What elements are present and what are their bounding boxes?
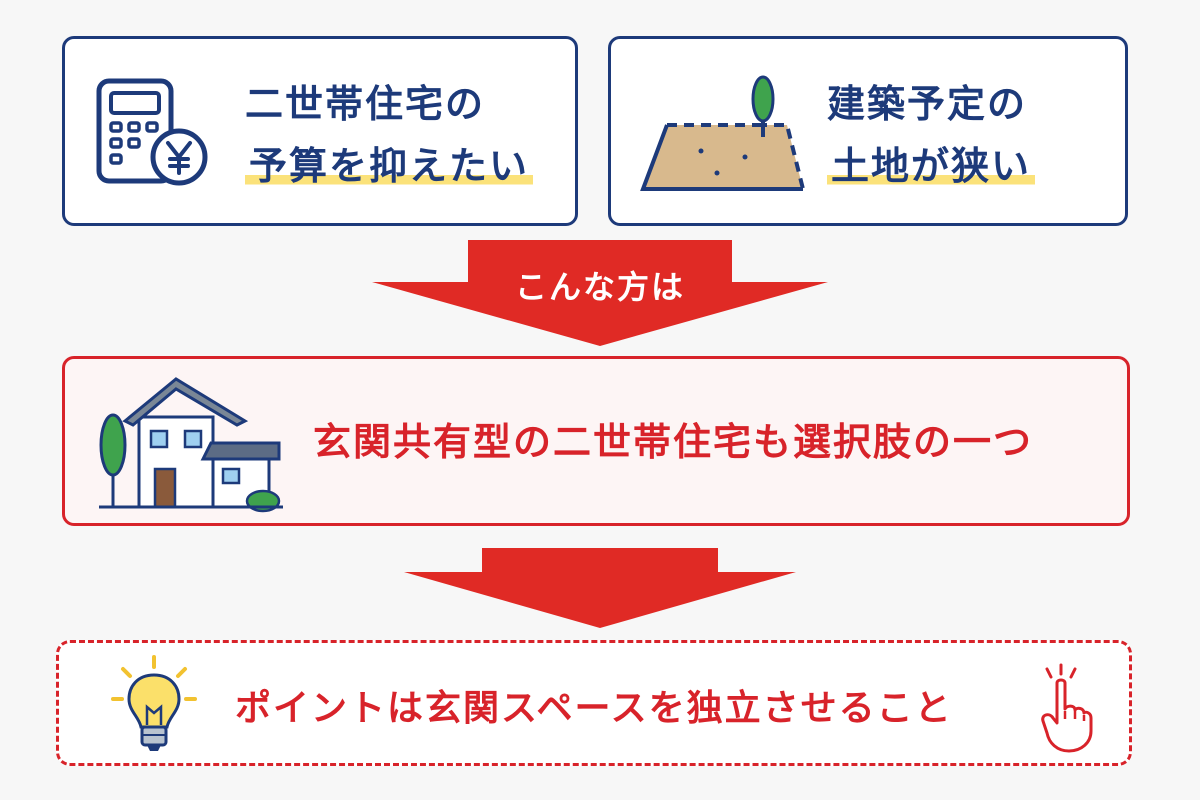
box-shared-entrance: 玄関共有型の二世帯住宅も選択肢の一つ [62, 356, 1130, 526]
box-point: ポイントは玄関スペースを独立させること [56, 640, 1132, 766]
main-message: 玄関共有型の二世帯住宅も選択肢の一つ [313, 420, 1034, 464]
land-line1: 建築予定の [827, 82, 1028, 126]
budget-line1: 二世帯住宅の [245, 82, 486, 126]
box-budget: 二世帯住宅の 予算を抑えたい [62, 36, 578, 226]
calculator-yen-icon [96, 78, 208, 186]
point-message: ポイントは玄関スペースを独立させること [235, 688, 953, 729]
box-narrow-land: 建築予定の 土地が狭い [608, 36, 1128, 226]
arrow-down-1 [372, 240, 828, 346]
pointing-hand-icon [1041, 663, 1093, 753]
lightbulb-icon [111, 655, 197, 751]
land-plot-icon [640, 75, 805, 191]
house-icon [99, 377, 283, 513]
land-line2: 土地が狭い [827, 144, 1036, 188]
arrow-down-2 [404, 548, 796, 628]
budget-line2: 予算を抑えたい [245, 144, 534, 188]
arrow1-label: こんな方は [514, 268, 685, 306]
